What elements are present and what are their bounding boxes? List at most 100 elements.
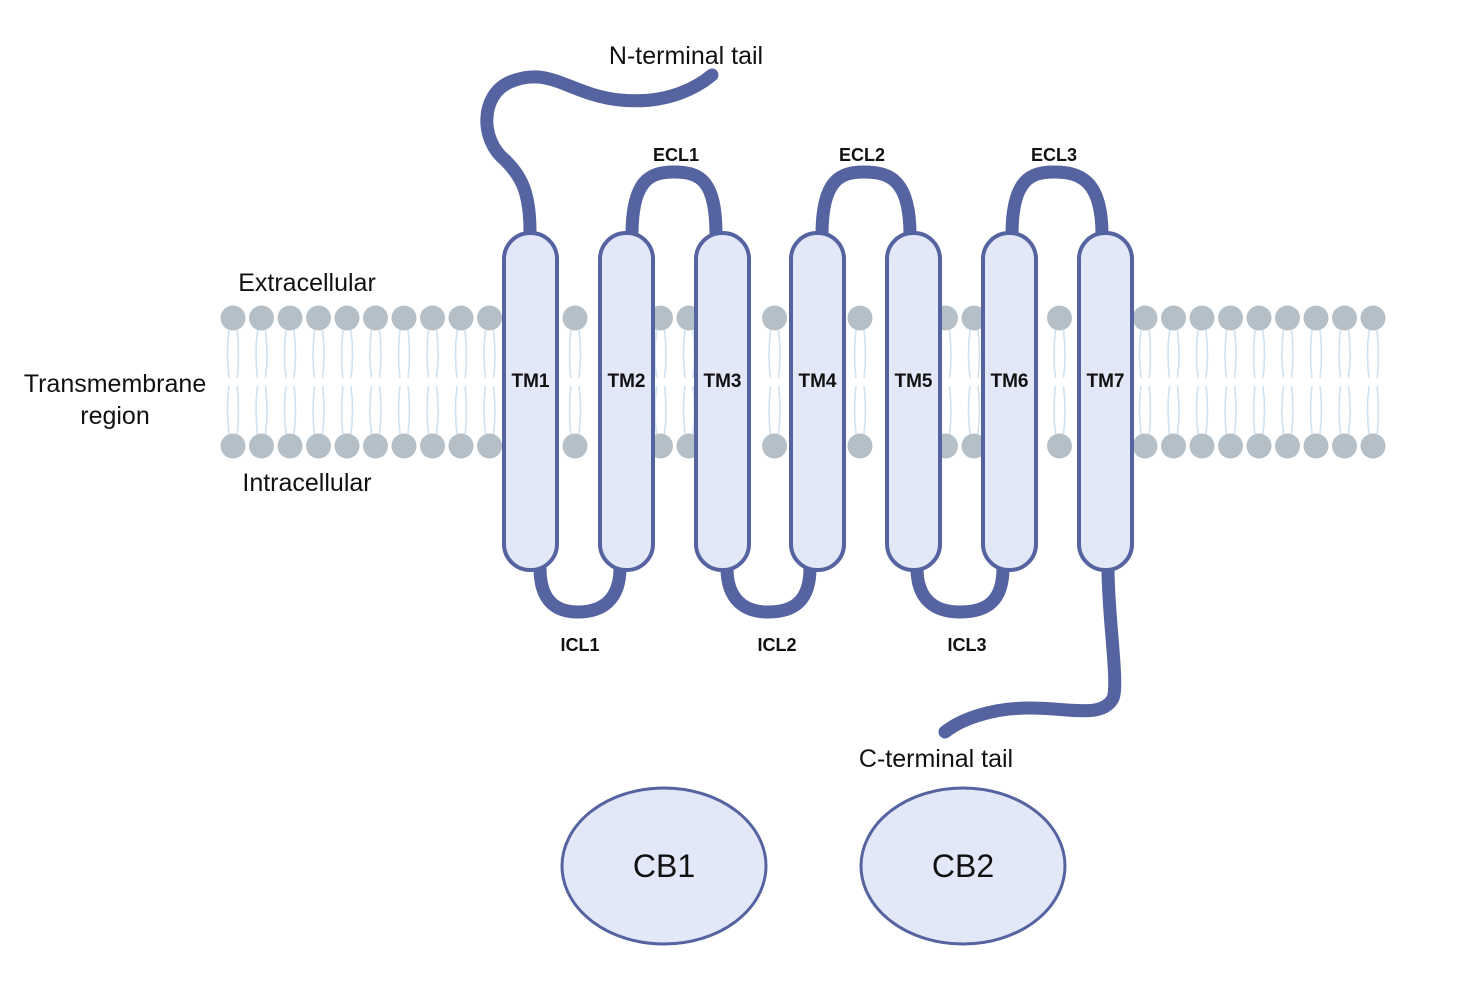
lipid-tail [312, 329, 325, 379]
lipid-tail [768, 329, 781, 379]
lipid-tail [255, 385, 268, 435]
lipid-tail [1053, 385, 1066, 435]
lipid-head [1275, 433, 1300, 459]
lipid-tail [853, 385, 867, 435]
lipid-tail [1252, 385, 1266, 435]
lipid-head [448, 305, 474, 331]
lipid-tail [454, 329, 468, 379]
lipid-tail [1167, 385, 1180, 435]
lipid-tail [768, 385, 781, 435]
lipid-head [477, 433, 502, 459]
helix-tm3: TM3 [694, 231, 751, 572]
cb2-receptor: CB2 [859, 786, 1067, 946]
lipid-tail [426, 329, 439, 379]
helix-label: TM1 [512, 371, 550, 392]
lipid-tail [426, 385, 439, 435]
lipid-head [1132, 305, 1158, 331]
lipid-tail [682, 329, 696, 379]
lipid-head [1332, 433, 1357, 459]
lipid-tail [312, 385, 325, 435]
lipid-head [220, 305, 246, 331]
lipid-head [961, 433, 987, 459]
lipid-head [306, 305, 331, 331]
lipid-tail [483, 385, 496, 435]
lipid-tail [1167, 329, 1180, 379]
lipid-head [220, 433, 246, 459]
lipid-tail [255, 329, 268, 379]
lipid-head [1246, 305, 1272, 331]
lipid-head [562, 433, 588, 459]
lipid-head [420, 305, 445, 331]
lipid-head [1189, 305, 1215, 331]
lipid-head [363, 305, 388, 331]
lipid-head [1161, 305, 1186, 331]
lipid-tail [1252, 329, 1266, 379]
helix-label: TM4 [799, 371, 837, 392]
icl1-loop [533, 561, 627, 619]
lipid-head [1360, 433, 1386, 459]
ecl1-loop [625, 165, 723, 242]
lipid-tail [340, 385, 354, 435]
lipid-head [277, 305, 303, 331]
lipid-head [562, 305, 588, 331]
lipid-head [1047, 305, 1072, 331]
lipid-head [249, 433, 274, 459]
lipid-head [1132, 433, 1158, 459]
lipid-tail [568, 385, 582, 435]
lipid-head [1218, 433, 1243, 459]
ecl2-loop [815, 165, 917, 242]
lipid-tail [226, 329, 240, 379]
helix-label: TM6 [991, 371, 1029, 392]
icl3-label: ICL3 [947, 635, 986, 655]
lipid-head [961, 305, 987, 331]
lipid-tail [397, 385, 411, 435]
lipid-head [762, 433, 787, 459]
lipid-tail [1138, 329, 1152, 379]
lipid-tail [369, 329, 382, 379]
lipid-head [306, 433, 331, 459]
n-terminal-label: N-terminal tail [609, 42, 763, 70]
helix-label: TM3 [704, 371, 742, 392]
lipid-tail [1224, 329, 1237, 379]
lipid-tail [1366, 385, 1380, 435]
lipid-head [1161, 433, 1186, 459]
lipid-tail [853, 329, 867, 379]
helix-tm6: TM6 [981, 231, 1038, 572]
lipid-tail [682, 385, 696, 435]
lipid-tail [1338, 329, 1351, 379]
lipid-tail [397, 329, 411, 379]
lipid-tail [967, 329, 981, 379]
lipid-tail [654, 329, 667, 379]
lipid-head [448, 433, 474, 459]
lipid-tail [1053, 329, 1066, 379]
lipid-head [334, 305, 360, 331]
transmembrane-label-line2: region [80, 402, 150, 430]
lipid-head [363, 433, 388, 459]
icl3-loop [910, 561, 1010, 619]
cb2-label: CB2 [932, 848, 994, 884]
lipid-tail [226, 385, 240, 435]
lipid-tail [1195, 385, 1209, 435]
transmembrane-label-line1: Transmembrane [24, 370, 206, 398]
lipid-head [1275, 305, 1300, 331]
lipid-head [1360, 305, 1386, 331]
lipid-head [1303, 433, 1329, 459]
lipid-head [1303, 305, 1329, 331]
ecl1-label: ECL1 [653, 145, 699, 165]
helix-tm1: TM1 [502, 231, 559, 572]
lipid-tail [1366, 329, 1380, 379]
lipid-head [1246, 433, 1272, 459]
lipid-head [847, 433, 873, 459]
lipid-tail [1281, 385, 1294, 435]
lipid-head [277, 433, 303, 459]
lipid-tail [1281, 329, 1294, 379]
lipid-tail [1309, 329, 1323, 379]
lipid-tail [454, 385, 468, 435]
lipid-tail [1224, 385, 1237, 435]
c-terminal-label: C-terminal tail [859, 745, 1013, 773]
cb1-label: CB1 [633, 848, 695, 884]
helix-label: TM2 [608, 371, 646, 392]
helix-tm2: TM2 [598, 231, 655, 572]
lipid-head [420, 433, 445, 459]
lipid-tail [1195, 329, 1209, 379]
